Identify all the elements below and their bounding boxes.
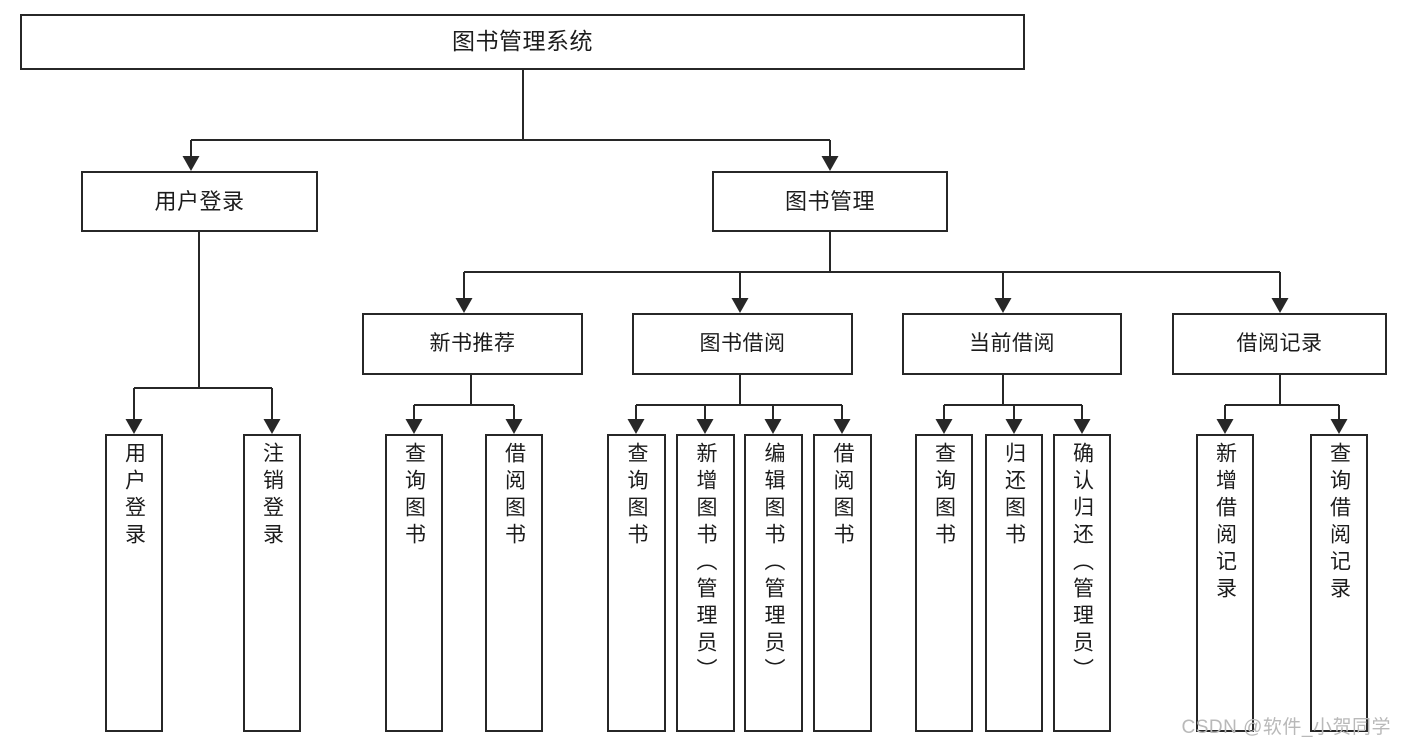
node-label: 编辑图书（管理员） xyxy=(762,442,785,685)
node-new-book-recommend[interactable]: 新书推荐 xyxy=(362,313,583,375)
book-manage-arrow-0-head xyxy=(455,298,473,313)
root-arrow-0-head xyxy=(182,156,200,171)
node-root[interactable]: 图书管理系统 xyxy=(20,14,1025,70)
group-new-book-arrow-0-head xyxy=(405,419,423,434)
leaf-node-leaf-user-login[interactable]: 用户登录 xyxy=(105,434,163,732)
node-label: 图书借阅 xyxy=(699,331,786,355)
root-arrow-1-head xyxy=(821,156,839,171)
node-label: 注销登录 xyxy=(260,442,284,550)
group-current-borrow-arrow-2-head xyxy=(1073,419,1091,434)
node-label: 归还图书 xyxy=(1002,442,1026,550)
node-label: 用户登录 xyxy=(154,188,245,214)
node-label: 查询图书 xyxy=(402,442,426,550)
node-label: 图书管理 xyxy=(784,188,875,214)
leaf-node-leaf-add-book[interactable]: 新增图书（管理员） xyxy=(676,434,735,732)
book-manage-arrow-2-head xyxy=(994,298,1012,313)
group-book-borrow-arrow-0-head xyxy=(627,419,645,434)
leaf-node-leaf-user-logout[interactable]: 注销登录 xyxy=(243,434,301,732)
group-new-book-arrow-1-head xyxy=(505,419,523,434)
group-borrow-record-arrow-1-head xyxy=(1330,419,1348,434)
node-borrow-record[interactable]: 借阅记录 xyxy=(1172,313,1387,375)
node-label: 查询借阅记录 xyxy=(1327,442,1351,604)
book-manage-arrow-1-head xyxy=(731,298,749,313)
leaf-node-leaf-query-book-2[interactable]: 查询图书 xyxy=(607,434,666,732)
node-label: 借阅图书 xyxy=(502,442,526,550)
leaf-node-leaf-query-book-1[interactable]: 查询图书 xyxy=(385,434,443,732)
node-label: 借阅图书 xyxy=(831,442,854,550)
leaf-node-leaf-edit-book[interactable]: 编辑图书（管理员） xyxy=(744,434,803,732)
group-book-borrow-arrow-2-head xyxy=(764,419,782,434)
node-label: 图书管理系统 xyxy=(452,28,593,55)
leaf-node-leaf-borrow-book-2[interactable]: 借阅图书 xyxy=(813,434,872,732)
node-book-manage[interactable]: 图书管理 xyxy=(712,171,948,232)
leaf-node-leaf-query-record[interactable]: 查询借阅记录 xyxy=(1310,434,1368,732)
group-book-borrow-arrow-3-head xyxy=(833,419,851,434)
group-borrow-record-arrow-0-head xyxy=(1216,419,1234,434)
node-label: 查询图书 xyxy=(625,442,648,550)
node-label: 查询图书 xyxy=(932,442,956,550)
leaf-node-leaf-add-record[interactable]: 新增借阅记录 xyxy=(1196,434,1254,732)
node-label: 新增借阅记录 xyxy=(1213,442,1237,604)
node-label: 当前借阅 xyxy=(969,331,1055,355)
node-label: 借阅记录 xyxy=(1236,331,1323,355)
node-label: 新增图书（管理员） xyxy=(694,442,717,685)
group-current-borrow-arrow-1-head xyxy=(1005,419,1023,434)
leaf-node-leaf-query-book-3[interactable]: 查询图书 xyxy=(915,434,973,732)
book-manage-arrow-3-head xyxy=(1271,298,1289,313)
group-book-borrow-arrow-1-head xyxy=(696,419,714,434)
group-current-borrow-arrow-0-head xyxy=(935,419,953,434)
leaf-node-leaf-borrow-book-1[interactable]: 借阅图书 xyxy=(485,434,543,732)
node-label: 新书推荐 xyxy=(429,331,516,355)
leaf-node-leaf-confirm-return[interactable]: 确认归还（管理员） xyxy=(1053,434,1111,732)
node-label: 用户登录 xyxy=(122,442,146,550)
node-current-borrow[interactable]: 当前借阅 xyxy=(902,313,1122,375)
node-book-borrow[interactable]: 图书借阅 xyxy=(632,313,853,375)
node-label: 确认归还（管理员） xyxy=(1070,442,1094,685)
group-user-login-arrow-0-head xyxy=(125,419,143,434)
leaf-node-leaf-return-book[interactable]: 归还图书 xyxy=(985,434,1043,732)
group-user-login-arrow-1-head xyxy=(263,419,281,434)
node-user-login[interactable]: 用户登录 xyxy=(81,171,318,232)
